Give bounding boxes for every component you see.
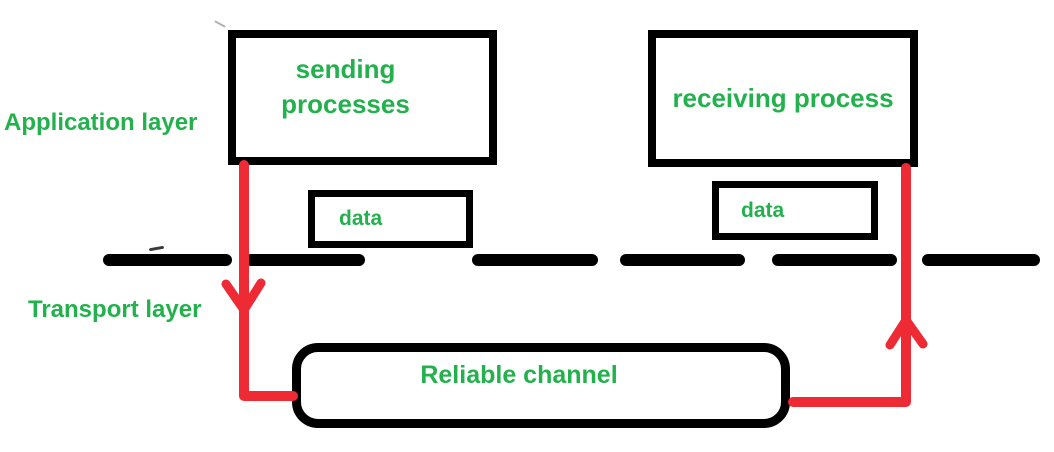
receive-arrowhead-icon [885, 315, 928, 350]
application-layer-label: Application layer [4, 109, 198, 136]
send-arrowhead-icon [221, 278, 266, 315]
transport-layer-label: Transport layer [28, 296, 202, 323]
dash-segment [245, 254, 365, 266]
data-box-left: data [308, 190, 473, 248]
data-box-right: data [712, 181, 878, 240]
dash-segment [922, 254, 1040, 266]
data-right-label: data [741, 198, 785, 222]
receiving-process-box: receiving process [648, 30, 918, 167]
dash-segment [620, 254, 745, 266]
sending-processes-box: sending processes [228, 30, 497, 165]
stray-pen-mark [214, 20, 226, 28]
reliable-channel-label: Reliable channel [420, 361, 618, 389]
dash-segment [772, 254, 897, 266]
dash-segment [472, 254, 598, 266]
data-left-label: data [339, 207, 383, 230]
dash-segment [103, 254, 232, 266]
send-arrow-line [239, 160, 298, 401]
reliable-channel-box: Reliable channel [292, 343, 790, 428]
receiving-process-label: receiving process [672, 83, 894, 113]
stray-pen-mark [148, 245, 165, 252]
sending-processes-label: sending processes [281, 54, 410, 119]
